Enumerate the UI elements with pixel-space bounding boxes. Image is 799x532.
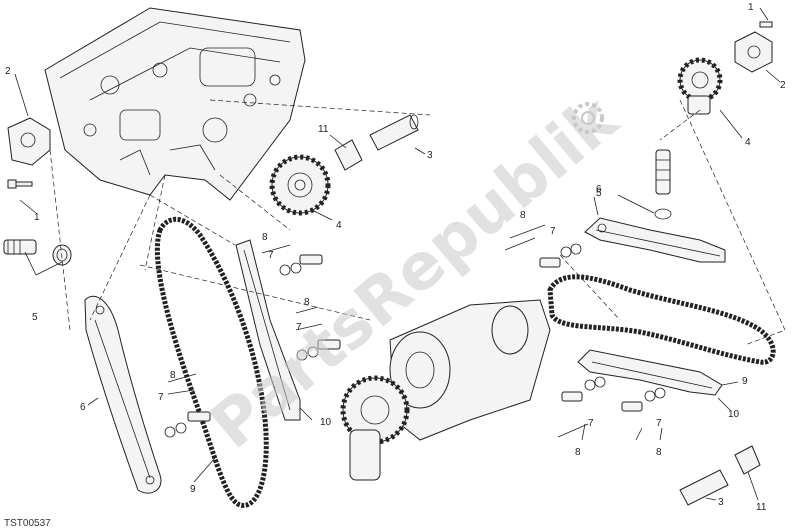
chain-tensioner-center: [235, 239, 301, 421]
gear-icon: [572, 102, 604, 134]
callout-11: 11: [318, 124, 329, 135]
sensor-housing-left: [7, 117, 51, 166]
chain-guide-right-upper: [584, 217, 726, 263]
callout-2: 2: [780, 80, 786, 91]
callout-8: 8: [575, 447, 581, 458]
callout-8: 8: [262, 232, 268, 243]
callout-6: 6: [596, 184, 602, 195]
crankshaft: [340, 299, 551, 481]
studs-right: [539, 243, 666, 412]
tensioner-right: [654, 149, 672, 220]
callout-4: 4: [745, 137, 751, 148]
sensor-housing-right: [734, 21, 773, 73]
callout-6: 6: [80, 402, 86, 413]
callout-1: 1: [34, 212, 40, 223]
callout-8: 8: [170, 370, 176, 381]
callout-5: 5: [596, 188, 602, 199]
callout-9: 9: [190, 484, 196, 495]
callout-1: 1: [748, 2, 754, 13]
callout-7: 7: [158, 392, 164, 403]
callout-7: 7: [268, 250, 274, 261]
callout-9: 9: [742, 376, 748, 387]
sprocket-top-right: [677, 57, 723, 115]
bushing-bottom: [679, 445, 761, 506]
callout-7: 7: [550, 226, 556, 237]
callout-numbers: 1 1 2 2 3 3 4 4 5 5 6 6 7 7 7 7 7 7 8 8 …: [5, 2, 786, 513]
bushing-top: [334, 114, 419, 171]
tensioner-left: [3, 239, 72, 266]
callout-3: 3: [718, 497, 724, 508]
callout-8: 8: [656, 447, 662, 458]
callout-10: 10: [728, 409, 740, 420]
sprocket-center: [269, 154, 331, 216]
callout-8: 8: [520, 210, 526, 221]
chain-guide-right-lower: [577, 349, 723, 396]
callout-2: 2: [5, 66, 11, 77]
callout-7: 7: [656, 418, 662, 429]
callout-5: 5: [32, 312, 38, 323]
diagram-code: TST00537: [4, 518, 51, 529]
leader-lines: [14, 7, 786, 501]
studs-center: [164, 254, 341, 438]
callout-3: 3: [427, 150, 433, 161]
callout-4: 4: [336, 220, 342, 231]
callout-10: 10: [320, 417, 332, 428]
timing-chain-right: [547, 274, 776, 365]
callout-8: 8: [304, 297, 310, 308]
timing-chain-left: [154, 216, 269, 508]
callout-7: 7: [296, 322, 302, 333]
bolt-left: [7, 179, 33, 189]
chain-guide-left: [84, 295, 162, 494]
callout-11: 11: [756, 502, 767, 513]
cylinder-head: [44, 7, 306, 201]
callout-7: 7: [588, 418, 594, 429]
